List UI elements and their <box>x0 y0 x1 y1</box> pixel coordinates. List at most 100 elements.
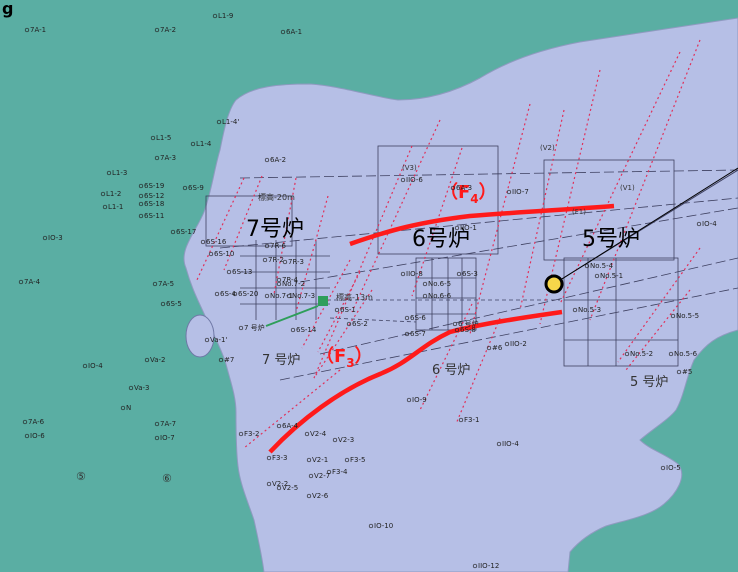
station-label: 7A-2 <box>160 26 176 34</box>
station-point <box>422 281 428 287</box>
station-label: 6A-4 <box>282 422 299 430</box>
station-label: 6S-7 <box>410 330 426 338</box>
station-label: V2-2 <box>272 480 288 488</box>
station-label: No.5-5 <box>676 312 699 320</box>
station-point <box>676 369 682 375</box>
station-point <box>334 307 340 313</box>
station-label: Va-1' <box>210 336 228 344</box>
v1-label: (V1) <box>620 184 635 192</box>
station-point <box>24 433 30 439</box>
elevation-20-label: 標高-20m <box>258 192 295 202</box>
station-label: 6S-3 <box>462 270 478 278</box>
station-point <box>670 313 676 319</box>
station-label: IO-9 <box>412 396 427 404</box>
station-point <box>212 13 218 19</box>
station-label: #6 <box>492 344 503 352</box>
station-label: 6S-12 <box>144 192 164 200</box>
station-point <box>660 465 666 471</box>
station-point <box>276 423 282 429</box>
station-point <box>422 293 428 299</box>
station-point <box>18 279 24 285</box>
reactor-6-small-label: 6 号炉 <box>432 363 470 378</box>
station-label: 7A-6 <box>28 418 45 426</box>
facility-grid <box>205 145 738 381</box>
reactor-5-small-label: 5 号炉 <box>630 375 668 390</box>
station-label: 6S-16 <box>206 238 227 246</box>
station-label: L1-9 <box>218 12 233 20</box>
station-point <box>456 271 462 277</box>
station-label: IO-10 <box>374 522 393 530</box>
station-label: L1-4 <box>196 140 212 148</box>
station-label: 6A-1 <box>286 28 302 36</box>
station-point <box>24 27 30 33</box>
v2-label: (V2) <box>540 144 555 152</box>
station-label: 6S-2 <box>352 320 368 328</box>
station-point <box>276 485 282 491</box>
station-label: IO-7 <box>160 434 175 442</box>
station-point <box>308 473 314 479</box>
station-point <box>696 221 702 227</box>
station-point <box>304 431 310 437</box>
station-point <box>286 293 292 299</box>
station-label: 7A-7 <box>160 420 176 428</box>
station-label: V2-7 <box>314 472 330 480</box>
minor-faults <box>195 39 701 449</box>
station-label: 6S-4 <box>220 290 236 298</box>
station-label: V2-3 <box>338 436 354 444</box>
station-label: #7 <box>224 356 234 364</box>
station-label: F3-2 <box>244 430 259 438</box>
station-point <box>208 251 214 257</box>
station-point <box>668 351 674 357</box>
station-point <box>404 315 410 321</box>
station-point <box>120 405 126 411</box>
station-label: 6A-2 <box>270 156 286 164</box>
station-point <box>276 281 282 287</box>
station-label: IIO-8 <box>406 270 423 278</box>
station-point <box>454 327 460 333</box>
borehole-marker[interactable] <box>544 274 564 294</box>
station-point <box>266 455 272 461</box>
station-label: 6S-10 <box>214 250 234 258</box>
fault-f4-label: （F4） <box>440 182 497 206</box>
station-label: Va-2 <box>150 356 166 364</box>
station-point <box>204 337 210 343</box>
station-point <box>138 213 144 219</box>
station-point <box>400 271 406 277</box>
circle-mark-6: ⑥ <box>162 472 172 485</box>
station-point <box>306 493 312 499</box>
title-fragment: g <box>2 0 13 18</box>
station-point <box>346 321 352 327</box>
station-label: IO-6 <box>30 432 45 440</box>
station-point <box>282 259 288 265</box>
station-point <box>306 457 312 463</box>
station-label: No.7-2 <box>282 280 305 288</box>
station-point <box>452 321 458 327</box>
station-label: IIO-6 <box>406 176 423 184</box>
station-label: IO-4 <box>702 220 717 228</box>
station-point <box>486 345 492 351</box>
station-label: F3-3 <box>272 454 287 462</box>
station-label: IO-3 <box>48 234 63 242</box>
station-point <box>42 235 48 241</box>
station-point <box>138 183 144 189</box>
station-label: 6S-1 <box>340 306 356 314</box>
station-label: 6S-13 <box>232 268 252 276</box>
station-point <box>332 437 338 443</box>
station-point <box>232 291 238 297</box>
fault-f4-line <box>349 203 615 247</box>
station-label: L1-2 <box>106 190 121 198</box>
reactor-7-label: 7号炉 <box>246 217 304 242</box>
reactor-5-label: 5号炉 <box>582 227 640 252</box>
station-label: 7A-1 <box>30 26 46 34</box>
small-island <box>185 314 215 358</box>
station-label: No.5-3 <box>578 306 601 314</box>
fault-f3-line <box>268 309 563 454</box>
marker-leader-line <box>553 167 738 285</box>
station-label: IIO-7 <box>512 188 529 196</box>
station-point <box>458 417 464 423</box>
station-label: No.7-1 <box>270 292 293 300</box>
station-label: V2-4 <box>310 430 327 438</box>
station-point <box>264 157 270 163</box>
station-label: 6A-3 <box>456 184 472 192</box>
station-point <box>200 239 206 245</box>
